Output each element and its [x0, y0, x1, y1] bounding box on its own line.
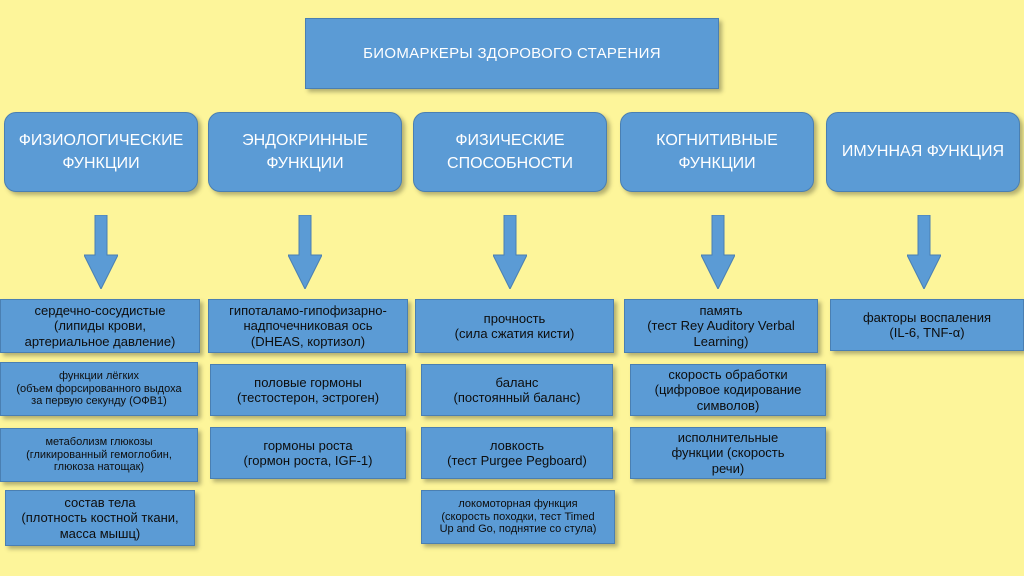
- biomarker-body-composition: состав тела (плотность костной ткани, ма…: [5, 490, 195, 546]
- biomarker-locomotor: локомоторная функция (скорость походки, …: [421, 490, 615, 544]
- biomarker-memory: память (тест Rey Auditory Verbal Learnin…: [624, 299, 818, 353]
- down-arrow-icon: [907, 215, 941, 289]
- category-endocrine: ЭНДОКРИННЫЕ ФУНКЦИИ: [208, 112, 402, 192]
- biomarker-cardiovascular: сердечно-сосудистые (липиды крови, артер…: [0, 299, 200, 353]
- biomarker-strength: прочность (сила сжатия кисти): [415, 299, 614, 353]
- biomarker-glucose-metabolism: метаболизм глюкозы (гликированный гемогл…: [0, 428, 198, 482]
- biomarker-growth-hormones: гормоны роста (гормон роста, IGF-1): [210, 427, 406, 479]
- biomarker-inflammation-factors: факторы воспаления (IL-6, TNF-α): [830, 299, 1024, 351]
- diagram-title: БИОМАРКЕРЫ ЗДОРОВОГО СТАРЕНИЯ: [305, 18, 719, 89]
- biomarker-lung-function: функции лёгких (объем форсированного выд…: [0, 362, 198, 416]
- down-arrow-icon: [493, 215, 527, 289]
- down-arrow-icon: [84, 215, 118, 289]
- biomarker-hpa-axis: гипоталамо-гипофизарно- надпочечниковая …: [208, 299, 408, 353]
- down-arrow-icon: [701, 215, 735, 289]
- down-arrow-icon: [288, 215, 322, 289]
- biomarker-sex-hormones: половые гормоны (тестостерон, эстроген): [210, 364, 406, 416]
- biomarker-balance: баланс (постоянный баланс): [421, 364, 613, 416]
- category-physiological: ФИЗИОЛОГИЧЕСКИЕ ФУНКЦИИ: [4, 112, 198, 192]
- category-immune: ИМУННАЯ ФУНКЦИЯ: [826, 112, 1020, 192]
- category-physical: ФИЗИЧЕСКИЕ СПОСОБНОСТИ: [413, 112, 607, 192]
- biomarker-dexterity: ловкость (тест Purgee Pegboard): [421, 427, 613, 479]
- biomarker-processing-speed: скорость обработки (цифровое кодирование…: [630, 364, 826, 416]
- biomarker-executive-functions: исполнительные функции (скорость речи): [630, 427, 826, 479]
- category-cognitive: КОГНИТИВНЫЕ ФУНКЦИИ: [620, 112, 814, 192]
